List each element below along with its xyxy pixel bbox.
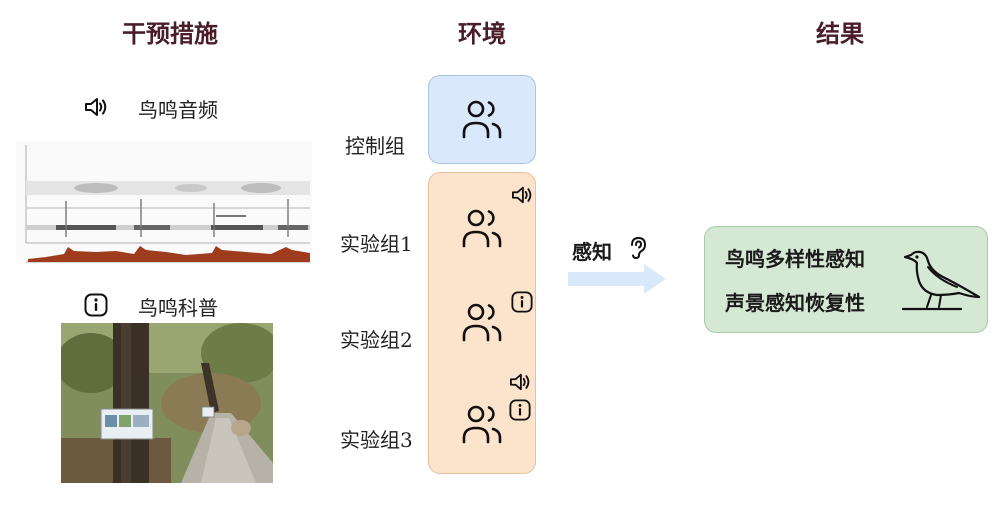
experiment-groups-box bbox=[428, 172, 536, 474]
header-intervention: 干预措施 bbox=[122, 20, 218, 48]
perception-label: 感知 bbox=[572, 240, 612, 264]
result-line-soundscape-restoration: 声景感知恢复性 bbox=[725, 291, 865, 315]
users-icon bbox=[461, 301, 503, 343]
group-label-experiment-3: 实验组3 bbox=[340, 428, 413, 452]
header-result: 结果 bbox=[816, 20, 864, 48]
result-line-bird-diversity: 鸟鸣多样性感知 bbox=[725, 247, 865, 271]
result-box: 鸟鸣多样性感知 声景感知恢复性 bbox=[704, 226, 988, 333]
users-icon bbox=[461, 98, 503, 140]
group-label-control: 控制组 bbox=[345, 134, 405, 158]
spectrogram-image bbox=[16, 141, 312, 263]
group-label-experiment-2: 实验组2 bbox=[340, 328, 413, 352]
header-environment: 环境 bbox=[458, 20, 506, 48]
park-photo bbox=[56, 323, 281, 483]
users-icon bbox=[461, 403, 503, 445]
speaker-icon bbox=[84, 96, 108, 118]
users-icon bbox=[461, 207, 503, 249]
ear-icon bbox=[628, 236, 648, 260]
info-icon bbox=[509, 399, 531, 421]
speaker-icon bbox=[511, 185, 533, 205]
info-intervention-label: 鸟鸣科普 bbox=[138, 296, 218, 320]
speaker-icon bbox=[509, 372, 531, 392]
audio-intervention-label: 鸟鸣音频 bbox=[138, 98, 218, 122]
bird-icon bbox=[901, 245, 985, 315]
group-label-experiment-1: 实验组1 bbox=[340, 232, 413, 256]
perception-arrow bbox=[568, 262, 668, 300]
control-group-box bbox=[428, 75, 536, 164]
info-icon bbox=[84, 293, 108, 317]
info-icon bbox=[511, 291, 533, 313]
